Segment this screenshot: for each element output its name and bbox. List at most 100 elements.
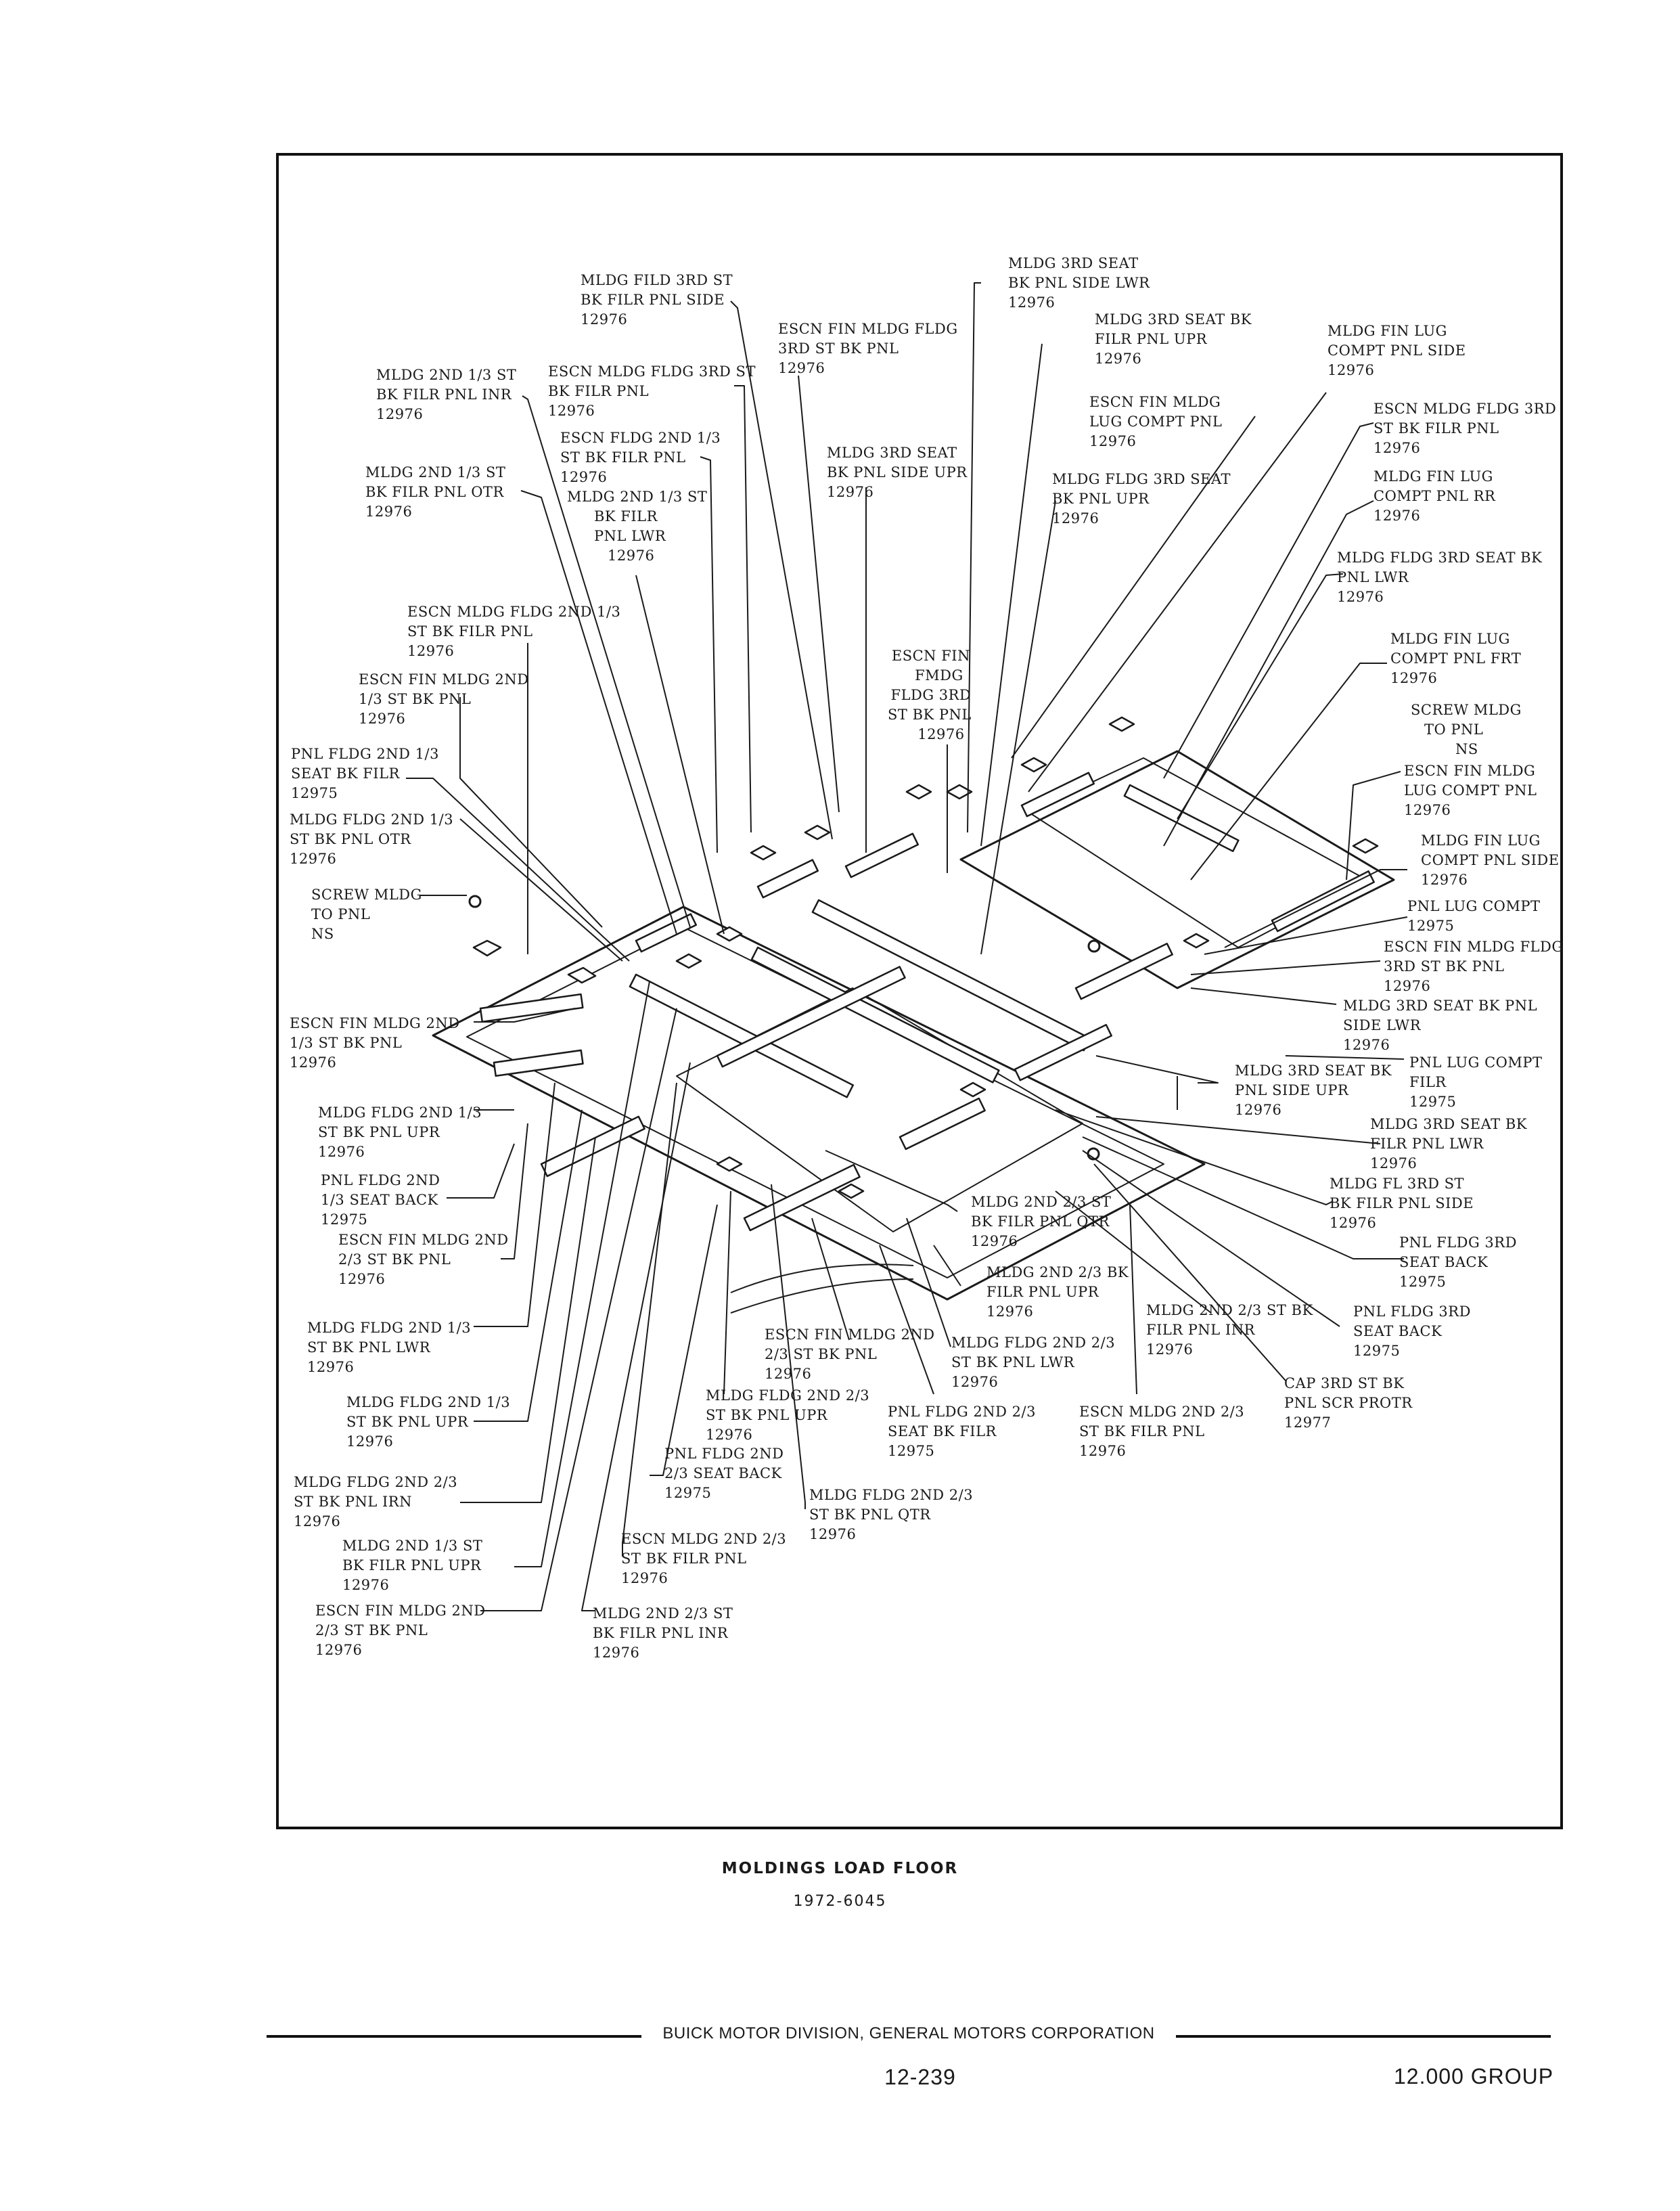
label-line: FILR PNL UPR bbox=[1095, 331, 1208, 347]
label-line: MLDG FLDG 2ND 1/3 bbox=[318, 1104, 482, 1121]
label-line: 12976 bbox=[290, 851, 337, 867]
label-line: ESCN FIN MLDG FLDG bbox=[778, 321, 958, 337]
label-line: BK FILR PNL INR bbox=[376, 386, 512, 403]
label-line: ST BK FILR PNL bbox=[1373, 420, 1499, 437]
label-line: ESCN FLDG 2ND 1/3 bbox=[560, 430, 721, 446]
label-line: BK FILR PNL SIDE bbox=[1330, 1195, 1474, 1211]
label-line: LUG COMPT PNL bbox=[1089, 414, 1223, 430]
label-line: ESCN MLDG 2ND 2/3 bbox=[621, 1531, 787, 1547]
label-line: PNL SCR PROTR bbox=[1284, 1395, 1413, 1411]
label-line: 12976 bbox=[917, 726, 965, 742]
label-line: MLDG 2ND 1/3 ST bbox=[376, 367, 517, 383]
label-line: ST BK PNL bbox=[888, 707, 972, 723]
label-line: MLDG 3RD SEAT BK bbox=[1370, 1116, 1527, 1132]
label-line: 12976 bbox=[307, 1359, 355, 1375]
label-line: ESCN FIN MLDG FLDG bbox=[1384, 939, 1564, 955]
label-line: 12975 bbox=[321, 1211, 368, 1228]
label-line: MLDG FILD 3RD ST bbox=[581, 272, 733, 288]
label-line: 12976 bbox=[1343, 1037, 1390, 1053]
label-line: 12976 bbox=[338, 1271, 386, 1287]
label-line: 12975 bbox=[664, 1485, 712, 1501]
label-line: ESCN FIN MLDG 2ND bbox=[338, 1232, 509, 1248]
callout-label: PNL LUG COMPT 12975 bbox=[1407, 897, 1541, 936]
label-line: 12976 bbox=[809, 1526, 857, 1542]
label-line: 12976 bbox=[1373, 508, 1421, 524]
label-line: 1/3 ST BK PNL bbox=[359, 691, 472, 707]
label-line: PNL FLDG 3RD bbox=[1399, 1234, 1517, 1251]
label-line: ST BK PNL UPR bbox=[318, 1124, 440, 1140]
label-line: 12976 bbox=[1337, 589, 1384, 605]
label-line: 12976 bbox=[1404, 802, 1451, 818]
group-number: 12.000 GROUP bbox=[1394, 2064, 1554, 2089]
label-line: ST BK PNL QTR bbox=[809, 1506, 931, 1523]
label-line: 12976 bbox=[1008, 294, 1055, 311]
label-line: MLDG 2ND 1/3 ST bbox=[365, 464, 506, 481]
label-line: FILR PNL UPR bbox=[986, 1284, 1099, 1300]
label-line: BK FILR PNL UPR bbox=[342, 1557, 482, 1573]
label-line: 2/3 ST BK PNL bbox=[765, 1346, 878, 1362]
label-line: 12975 bbox=[888, 1443, 935, 1459]
label-line: 12976 bbox=[1384, 978, 1431, 994]
screw-left bbox=[468, 895, 482, 908]
label-line: MLDG 2ND 2/3 ST BK bbox=[1146, 1302, 1313, 1318]
figure-code: 1972-6045 bbox=[793, 1893, 887, 1910]
label-line: 2/3 SEAT BACK bbox=[664, 1465, 782, 1481]
label-line: MLDG FIN LUG bbox=[1390, 631, 1510, 647]
label-line: FMDG bbox=[915, 667, 963, 684]
label-line: ESCN FIN MLDG 2ND bbox=[359, 671, 529, 688]
label-line: COMPT PNL FRT bbox=[1390, 650, 1522, 667]
seat-back-curve bbox=[730, 1264, 914, 1293]
label-line: 12975 bbox=[1407, 918, 1455, 934]
label-line: PNL FLDG 3RD bbox=[1353, 1303, 1471, 1320]
label-line: 12976 bbox=[315, 1642, 363, 1658]
label-line: ESCN FIN MLDG 2ND bbox=[290, 1015, 460, 1031]
label-line: NS bbox=[1455, 741, 1478, 757]
label-line: BK PNL SIDE UPR bbox=[827, 464, 968, 481]
label-line: BK FILR PNL OTR bbox=[365, 484, 504, 500]
label-line: 12976 bbox=[581, 311, 628, 328]
label-line: PNL LUG COMPT bbox=[1407, 898, 1541, 914]
leader-lines bbox=[406, 282, 1408, 1611]
label-line: MLDG FL 3RD ST bbox=[1330, 1176, 1465, 1192]
label-line: ESCN FIN MLDG 2ND bbox=[765, 1326, 935, 1343]
label-line: SEAT BK FILR bbox=[888, 1423, 997, 1439]
label-line: 12976 bbox=[1373, 440, 1421, 456]
label-line: MLDG FLDG 2ND 1/3 bbox=[307, 1320, 472, 1336]
label-line: 12975 bbox=[1399, 1274, 1447, 1290]
label-line: 12976 bbox=[548, 403, 595, 419]
label-line: 3RD ST BK PNL bbox=[778, 340, 899, 357]
label-line: ESCN MLDG FLDG 2ND 1/3 bbox=[407, 604, 621, 620]
label-line: PNL SIDE UPR bbox=[1235, 1082, 1349, 1098]
label-line: FILR bbox=[1409, 1074, 1447, 1090]
label-line: ST BK PNL LWR bbox=[951, 1354, 1075, 1370]
label-line: SCREW MLDG bbox=[1411, 702, 1522, 718]
label-line: 12976 bbox=[608, 548, 655, 564]
label-line: 12975 bbox=[1409, 1094, 1457, 1110]
label-line: SCREW MLDG bbox=[311, 887, 422, 903]
escutcheon-clips bbox=[472, 716, 1379, 1199]
label-line: SEAT BACK bbox=[1353, 1323, 1443, 1339]
label-line: 12976 bbox=[1095, 351, 1142, 367]
